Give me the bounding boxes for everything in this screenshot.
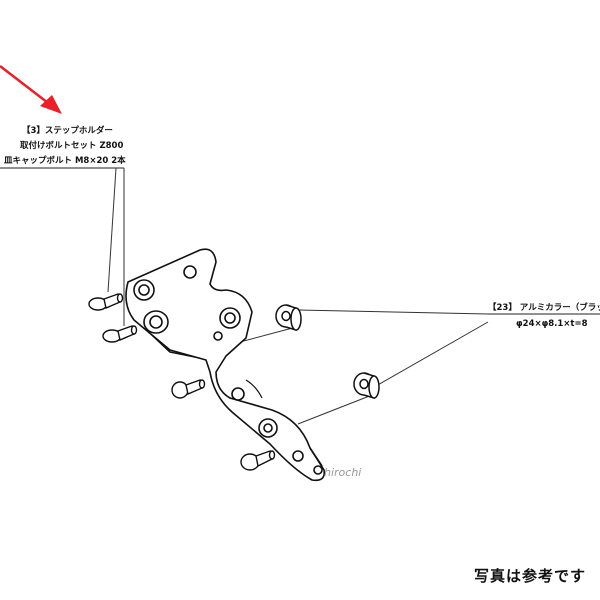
watermark: hirochi (324, 466, 361, 479)
collar-icon (275, 304, 302, 332)
step-holder-bracket (125, 248, 326, 482)
bolt-icon (171, 379, 206, 399)
left-callout-line3: 皿キャップボルト M8×20 2本 (4, 155, 126, 166)
red-arrow-icon (0, 65, 62, 114)
reference-note: 写真は参考です (473, 567, 586, 585)
left-callout-line2: 取付けボルトセット Z800 (20, 140, 123, 151)
bolt-icon (240, 450, 276, 471)
collar-icon (353, 372, 380, 400)
left-callout-line1: 【3】ステップホルダー (22, 125, 113, 136)
left-callout: 【3】ステップホルダー 取付けボルトセット Z800 皿キャップボルト M8×2… (0, 125, 126, 169)
right-callout: 【23】 アルミカラー（ブラック） φ24×φ8.1×t=8 (488, 302, 600, 329)
right-leader-lines (209, 309, 489, 425)
right-callout-line2: φ24×φ8.1×t=8 (516, 319, 588, 329)
bolt-icon (88, 293, 124, 311)
right-callout-line1: 【23】 アルミカラー（ブラック） (488, 302, 600, 313)
left-leader-lines (107, 167, 125, 326)
bolt-icon (102, 325, 138, 343)
